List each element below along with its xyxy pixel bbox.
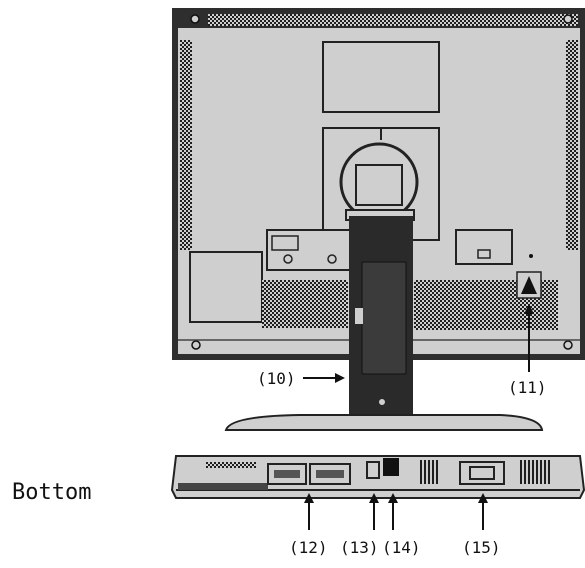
callout-12: (12) [289,538,328,557]
right-connector-housing [455,229,513,265]
stand-release-tab [355,308,363,324]
monitor-rear-view [172,8,585,360]
stand-base-plate [224,414,544,431]
right-connector-port [477,249,491,259]
security-lock-slot [516,254,542,299]
bottom-label: Bottom [12,480,91,505]
callout-10: (10) [257,369,296,388]
top-vent-strip [208,14,578,26]
left-connector-bracket [271,235,299,251]
left-cover-panel [189,251,263,323]
callout-13: (13) [340,538,379,557]
callout-arrows [303,304,534,530]
bottom-dark-edge [178,483,268,490]
stand-neck-cover [361,261,407,375]
hinge-block [355,164,403,206]
lower-vent-left [262,280,348,328]
left-side-vent [180,40,192,250]
bottom-view [170,455,585,499]
screw-top-right [563,14,573,24]
stand [224,209,544,431]
callout-11: (11) [508,378,547,397]
screw-top-left [190,14,200,24]
right-side-vent [566,40,578,250]
bottom-vent-right [520,460,552,484]
bottom-vent-middle [418,460,438,484]
connector-screw-1 [283,254,293,264]
bottom-vent-left [206,462,256,468]
callout-14: (14) [382,538,421,557]
upper-label-plate [322,41,440,113]
screw-bottom-right [563,340,573,350]
stand-base-screw [379,399,385,405]
port-14 [383,458,399,476]
connector-screw-2 [327,254,337,264]
screw-bottom-left [191,340,201,350]
port-13 [366,461,380,479]
callout-15: (15) [462,538,501,557]
